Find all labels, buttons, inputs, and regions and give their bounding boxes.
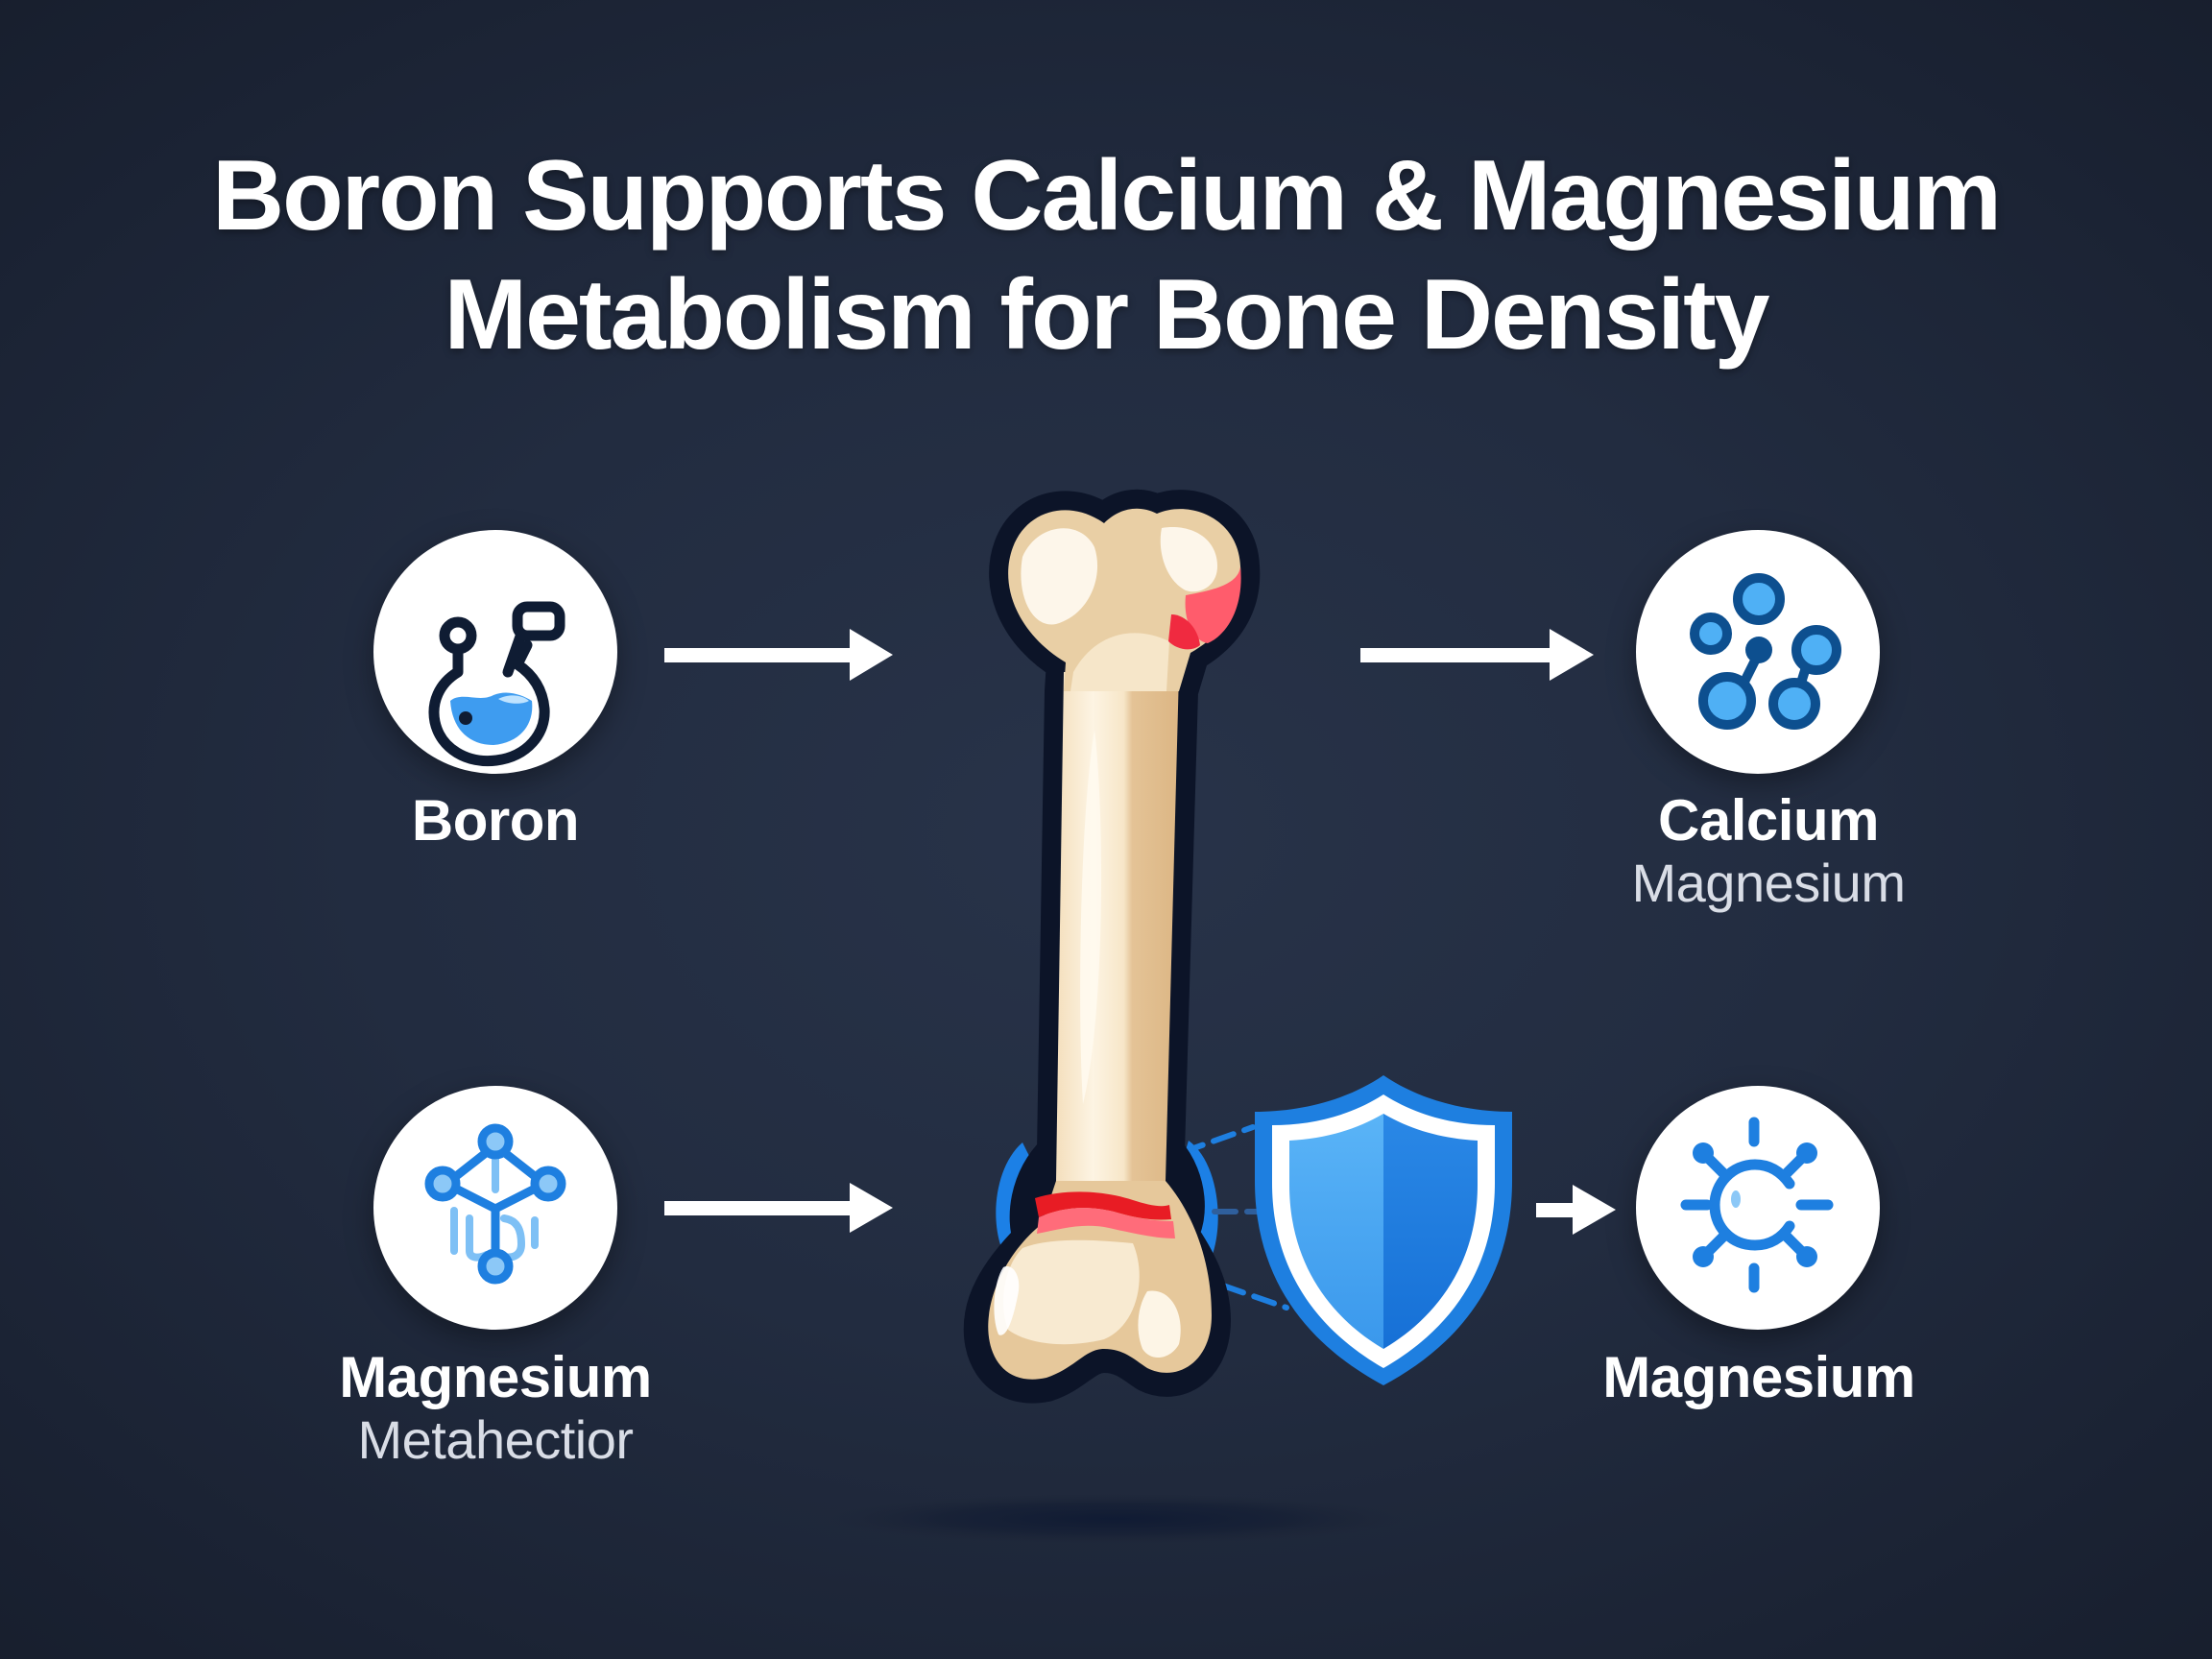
- label-magnesium-metabolism: Magnesium Metahectior: [317, 1346, 674, 1471]
- arrow-right-icon: [1360, 629, 1594, 681]
- label-calcium: Calcium Magnesium: [1565, 789, 1972, 914]
- label-magnesium: Magnesium: [1555, 1346, 1962, 1409]
- page-title: Boron Supports Calcium & Magnesium Metab…: [0, 136, 2212, 374]
- node-magnesium: [1636, 1086, 1880, 1330]
- node-calcium: [1636, 530, 1880, 774]
- arrow-right-icon: [1536, 1185, 1616, 1235]
- label-boron: Boron: [317, 789, 674, 853]
- arrow-right-icon: [664, 1183, 893, 1233]
- label-primary: Magnesium: [1602, 1345, 1915, 1409]
- node-boron: [373, 530, 617, 774]
- label-secondary: Magnesium: [1631, 853, 1906, 913]
- flask-icon: [428, 601, 565, 767]
- title-line-2: Metabolism for Bone Density: [444, 259, 1769, 371]
- label-primary: Calcium: [1658, 788, 1879, 853]
- molecule-cluster-icon: [1690, 573, 1841, 730]
- molecular-network-icon: [424, 1123, 566, 1285]
- arrow-right-icon: [664, 629, 893, 681]
- label-primary: Magnesium: [339, 1345, 652, 1409]
- label-secondary: Metahectior: [357, 1409, 634, 1470]
- node-magnesium-metabolism: [373, 1086, 617, 1330]
- title-line-1: Boron Supports Calcium & Magnesium: [212, 140, 2002, 252]
- shield-icon: [1255, 1075, 1512, 1385]
- label-primary: Boron: [411, 788, 580, 853]
- femur-bone: [963, 489, 1261, 1404]
- bone-shadow: [828, 1494, 1404, 1544]
- atom-sun-icon: [1680, 1117, 1834, 1293]
